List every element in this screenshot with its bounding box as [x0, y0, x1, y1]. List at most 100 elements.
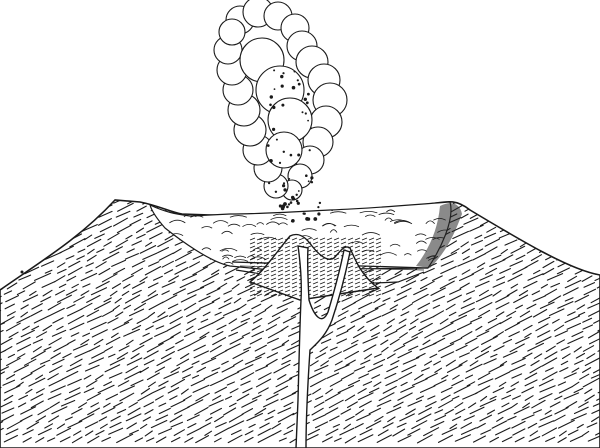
hatch-stroke — [340, 372, 355, 380]
hatch-stroke — [538, 420, 555, 428]
hatch-stroke — [48, 307, 65, 317]
hatch-stroke — [361, 307, 379, 317]
hatch-stroke — [127, 407, 141, 416]
hatch-stroke — [365, 420, 382, 429]
hatch-stroke — [81, 224, 98, 232]
hatch-stroke — [452, 416, 462, 421]
inner-hatch — [319, 261, 326, 265]
inner-hatch — [312, 285, 319, 289]
hatch-stroke — [382, 422, 394, 429]
hatch-stroke — [173, 429, 185, 437]
hatch-stroke — [539, 301, 555, 309]
hatch-stroke — [393, 344, 406, 352]
hatch-stroke — [82, 332, 91, 337]
crater-texture — [386, 209, 396, 213]
hatch-stroke — [451, 379, 464, 387]
hatch-stroke — [515, 254, 526, 261]
inner-hatch — [249, 269, 256, 273]
hatch-stroke — [136, 316, 149, 324]
hatch-stroke — [549, 308, 565, 317]
ejecta-particle — [303, 212, 306, 215]
crater-texture — [190, 215, 204, 218]
hatch-stroke — [32, 232, 47, 239]
hatch-stroke — [164, 269, 174, 275]
hatch-stroke — [198, 295, 211, 303]
hatch-stroke — [594, 267, 600, 275]
hatch-stroke — [52, 317, 64, 324]
inner-hatch — [263, 277, 270, 281]
inner-hatch — [263, 273, 270, 277]
inner-hatch — [284, 277, 291, 281]
inner-hatch — [312, 289, 319, 293]
hatch-stroke — [550, 220, 559, 226]
hatch-stroke — [207, 200, 219, 205]
hatch-stroke — [147, 282, 159, 289]
inner-hatch — [263, 285, 270, 289]
hatch-stroke — [96, 248, 105, 253]
hatch-stroke — [513, 294, 529, 304]
hatch-stroke — [341, 296, 353, 302]
hatch-stroke — [223, 275, 234, 281]
hatch-stroke — [582, 377, 600, 388]
hatch-stroke — [4, 303, 15, 310]
inner-hatch — [312, 281, 319, 285]
hatch-stroke — [567, 429, 579, 436]
hatch-stroke — [52, 358, 65, 366]
hatch-stroke — [477, 378, 494, 386]
hatch-stroke — [405, 274, 420, 283]
hatch-stroke — [360, 359, 371, 365]
hatch-stroke — [20, 311, 29, 318]
inner-hatch — [368, 253, 375, 257]
hatch-stroke — [224, 395, 233, 400]
hatch-stroke — [509, 364, 526, 372]
hatch-stroke — [412, 293, 429, 304]
hatch-stroke — [565, 401, 578, 409]
inner-hatch — [319, 249, 326, 253]
inner-hatch — [284, 293, 291, 297]
hatch-stroke — [393, 295, 408, 303]
inner-hatch — [326, 253, 333, 257]
inner-hatch — [256, 269, 263, 273]
hatch-stroke — [161, 260, 174, 268]
hatch-stroke — [165, 346, 175, 352]
hatch-stroke — [554, 209, 572, 220]
hatch-stroke — [144, 220, 153, 226]
hatch-stroke — [0, 216, 7, 225]
hatch-stroke — [30, 400, 44, 409]
hatch-stroke — [182, 395, 192, 401]
hatch-stroke — [566, 322, 582, 330]
hatch-stroke — [288, 330, 300, 337]
plume-particle — [282, 150, 285, 153]
hatch-stroke — [221, 365, 235, 373]
hatch-stroke — [94, 300, 111, 311]
crater-texture — [403, 253, 412, 256]
hatch-stroke — [80, 302, 93, 310]
hatch-stroke — [190, 200, 203, 206]
hatch-stroke — [5, 295, 20, 303]
hatch-stroke — [397, 435, 412, 443]
hatch-stroke — [424, 360, 433, 366]
hatch-stroke — [0, 329, 4, 338]
hatch-stroke — [565, 206, 574, 212]
hatch-stroke — [20, 329, 35, 338]
hatch-stroke — [484, 238, 501, 247]
hatch-stroke — [84, 234, 93, 241]
hatch-stroke — [186, 427, 202, 436]
inner-hatch — [375, 237, 382, 241]
hatch-stroke — [533, 353, 543, 359]
hatch-stroke — [303, 191, 314, 197]
inner-hatch — [354, 273, 361, 277]
hatch-stroke — [242, 387, 253, 394]
hatch-stroke — [116, 433, 134, 444]
hatch-stroke — [307, 371, 323, 380]
inner-hatch — [347, 237, 354, 241]
hatch-stroke — [460, 331, 473, 339]
hatch-stroke — [440, 351, 455, 359]
inner-hatch — [256, 281, 263, 285]
hatch-stroke — [587, 433, 600, 442]
hatch-stroke — [134, 437, 144, 443]
hatch-stroke — [131, 240, 143, 246]
hatch-stroke — [228, 331, 239, 337]
hatch-stroke — [158, 336, 174, 346]
